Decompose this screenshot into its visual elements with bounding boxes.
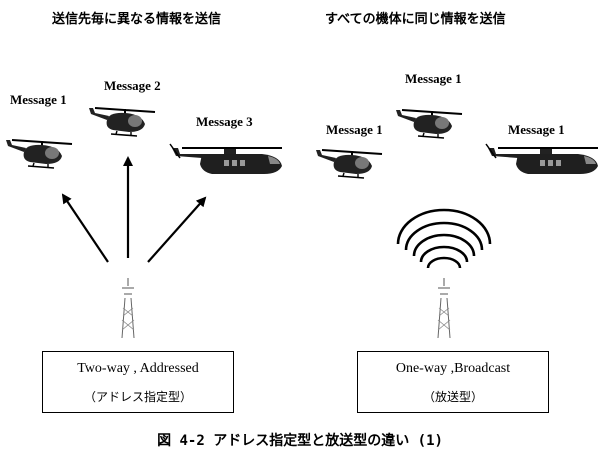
two-way-addressed-box: Two-way , Addressed （アドレス指定型） — [42, 351, 234, 413]
left-message-3: Message 3 — [196, 114, 253, 129]
left-heading: 送信先毎に異なる情報を送信 — [52, 12, 222, 27]
helicopter-left-1 — [5, 139, 73, 169]
one-way-broadcast-box: One-way ,Broadcast （放送型） — [357, 351, 549, 413]
right-message-2: Message 1 — [405, 71, 462, 86]
figure-caption: 図 4-2 アドレス指定型と放送型の違い (1) — [157, 433, 443, 449]
helicopter-right-3 — [485, 143, 599, 175]
helicopter-right-2 — [395, 109, 463, 139]
two-way-box-subtitle: （アドレス指定型） — [83, 390, 192, 404]
tower-left — [121, 277, 135, 339]
right-message-3: Message 1 — [508, 122, 565, 137]
one-way-box-title: One-way ,Broadcast — [395, 361, 511, 376]
broadcast-waves — [396, 208, 492, 269]
right-message-1: Message 1 — [326, 122, 383, 137]
arrow-to-heli-1 — [61, 193, 109, 263]
left-message-1: Message 1 — [10, 92, 67, 107]
right-heading: すべての機体に同じ情報を送信 — [325, 12, 506, 27]
left-message-2: Message 2 — [104, 78, 161, 93]
arrow-to-heli-3 — [147, 196, 207, 263]
tower-right — [437, 277, 451, 339]
helicopter-right-1 — [315, 149, 383, 179]
helicopter-left-2 — [88, 107, 156, 137]
helicopter-left-3 — [169, 143, 283, 175]
two-way-box-title: Two-way , Addressed — [77, 361, 199, 376]
one-way-box-subtitle: （放送型） — [422, 390, 483, 404]
